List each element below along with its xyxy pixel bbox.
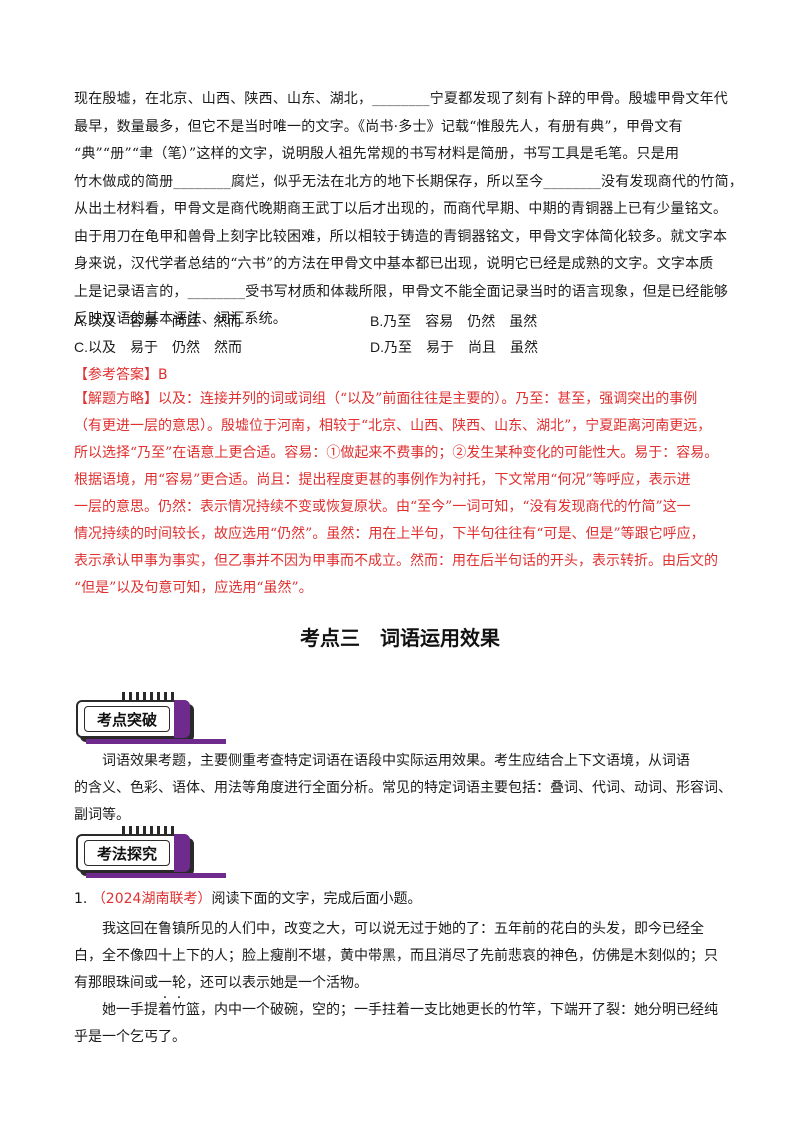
- badge-exploration: 考法探究: [76, 826, 226, 878]
- explanation-line: 一层的意思。仍然：表示情况持续不变或恢复原状。由“至今”一词可知，“没有发现商代…: [74, 499, 691, 515]
- section-title: 考点三 词语运用效果: [300, 626, 500, 650]
- paragraph-line: 从出土材料看，甲骨文是商代晚期商王武丁以后才出现的，而商代早期、中期的青铜器上已…: [74, 201, 728, 217]
- explanation: 【解题方略】以及：连接并列的词或词组（“以及”前面往往是主要的）。乃至：甚至，强…: [74, 386, 734, 602]
- passage-paragraph: 现在殷墟，在北京、山西、陕西、山东、湖北，________宁夏都发现了刻有卜辞的…: [74, 86, 743, 334]
- explanation-line: 表示承认甲事为事实，但乙事并不因为甲事而不成立。然而：用在后半句话的开头，表示转…: [74, 553, 718, 569]
- option-d: D.乃至 易于 尚且 虽然: [370, 339, 538, 355]
- paragraph-line: 上是记录语言的，________受书写材质和体裁所限，甲骨文不能全面记录当时的语…: [74, 283, 728, 300]
- intro-line: 的含义、色彩、语体、用法等角度进行全面分析。常见的特定词语主要包括：叠词、代词、…: [74, 780, 732, 796]
- badge-accent: [174, 700, 190, 738]
- paragraph-line: 最早，数量最多，但它不是当时唯一的文字。《尚书·多士》记载“惟殷先人，有册有典”…: [74, 118, 683, 135]
- paragraph-line: “典”“册”“聿（笔）”这样的文字，说明殷人祖先常规的书写材料是简册，书写工具是…: [74, 146, 680, 162]
- badge-stripes: [122, 692, 178, 700]
- badge-underline: [86, 739, 226, 744]
- explanation-line: 【解题方略】以及：连接并列的词或词组（“以及”前面往往是主要的）。乃至：甚至，强…: [74, 391, 698, 407]
- paragraph-line: 现在殷墟，在北京、山西、陕西、山东、湖北，________宁夏都发现了刻有卜辞的…: [74, 91, 728, 107]
- paragraph-line: 身来说，汉代学者总结的“六书”的方法在甲骨文中基本都已出现，说明它已经是成熟的文…: [74, 256, 714, 272]
- option-a: A.以及 容易 尚且 然而: [74, 313, 242, 329]
- paragraph-line: 由于用刀在龟甲和兽骨上刻字比较困难，所以相较于铸造的青铜器铭文，甲骨文字体简化较…: [74, 228, 728, 245]
- passage-line: 白，全不像四十上下的人；脸上瘦削不堪，黄中带黑，而且消尽了先前悲哀的神色，仿佛是…: [74, 948, 718, 964]
- explanation-line: 所以选择“乃至”在语意上更合适。容易：①做起来不费事的；②发生某种变化的可能性大…: [74, 445, 719, 461]
- question-header: 1. （2024湖南联考）阅读下面的文字，完成后面小题。: [74, 886, 734, 912]
- badge-stripes: [122, 826, 178, 834]
- passage-line: 有那眼珠间或一轮，还可以表示她是一个活物。: [74, 970, 734, 997]
- explanation-line: 根据语境，用“容易”更合适。尚且：提出程度更甚的事例作为衬托，下文常用“何况”等…: [74, 472, 691, 488]
- reference-answer: 【参考答案】B: [74, 367, 168, 383]
- badge-accent: [174, 834, 190, 872]
- option-row: C.以及 易于 仍然 然而 D.乃至 易于 尚且 虽然: [74, 334, 734, 360]
- paragraph-line: 反映汉语的基本语法、词汇系统。: [74, 311, 287, 327]
- badge-underline: [86, 873, 226, 878]
- emphasis-dot-char: 轮: [172, 975, 186, 991]
- explanation-line: “但是”以及句意可知，应选用“虽然”。: [74, 580, 313, 596]
- passage-line: 我这回在鲁镇所见的人们中，改变之大，可以说无过于她的了：五年前的花白的头发，即今…: [102, 921, 704, 937]
- answer-options: A.以及 容易 尚且 然而 B.乃至 容易 仍然 虽然 C.以及 易于 仍然 然…: [74, 308, 734, 360]
- option-b: B.乃至 容易 仍然 虽然: [370, 313, 538, 329]
- explanation-line: 情况持续的时间较长，故应选用“仍然”。虽然：用在上半句，下半句往往有“可是、但是…: [74, 526, 705, 542]
- intro-line: 词语效果考题，主要侧重考查特定词语在语段中实际运用效果。考生应结合上下文语境，从…: [74, 753, 690, 769]
- emphasis-dot-char: 一: [158, 975, 172, 991]
- passage-line: 她一手提着竹篮，内中一个破碗，空的；一手拄着一支比她更长的竹竿，下端开了裂：她分…: [102, 1002, 718, 1018]
- intro-line: 副词等。: [74, 807, 130, 823]
- reading-passage: 我这回在鲁镇所见的人们中，改变之大，可以说无过于她的了：五年前的花白的头发，即今…: [74, 916, 734, 1051]
- passage-text: 有那眼珠间或: [74, 975, 158, 991]
- badge-label: 考点突破: [84, 706, 170, 732]
- badge-breakthrough: 考点突破: [76, 692, 226, 744]
- passage-line: 乎是一个乞丐了。: [74, 1029, 186, 1045]
- badge-label: 考法探究: [84, 840, 170, 866]
- intro-paragraph: 词语效果考题，主要侧重考查特定词语在语段中实际运用效果。考生应结合上下文语境，从…: [74, 748, 734, 829]
- option-row: A.以及 容易 尚且 然而 B.乃至 容易 仍然 虽然: [74, 308, 734, 334]
- question-text: 阅读下面的文字，完成后面小题。: [211, 891, 422, 907]
- option-c: C.以及 易于 仍然 然而: [74, 339, 242, 355]
- question-number: 1.: [74, 891, 88, 907]
- question-source: （2024湖南联考）: [91, 891, 212, 907]
- explanation-line: （有更进一层的意思）。殷墟位于河南，相较于“北京、山西、陕西、山东、湖北”，宁夏…: [74, 418, 712, 434]
- passage-text: ，还可以表示她是一个活物。: [186, 975, 368, 991]
- paragraph-line: 竹木做成的简册________腐烂，似乎无法在北方的地下长期保存，所以至今___…: [74, 173, 743, 190]
